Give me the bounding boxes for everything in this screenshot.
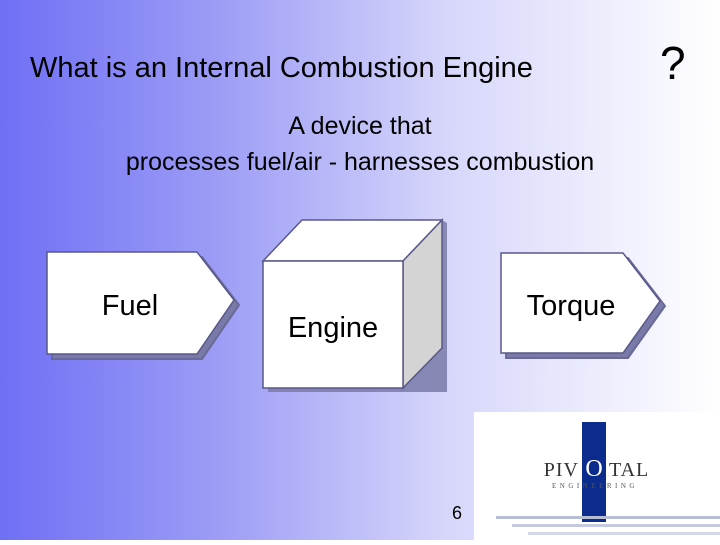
slide-title: What is an Internal Combustion Engine: [30, 52, 533, 84]
pivotal-engineering-logo: PIV O TAL ENGINEERING: [474, 412, 720, 540]
fuel-label: Fuel: [102, 290, 158, 322]
torque-arrow-shape: Torque: [500, 252, 667, 359]
logo-graphic: PIV O TAL ENGINEERING: [496, 422, 720, 535]
logo-tagline: ENGINEERING: [552, 482, 638, 490]
subtitle-line-2: processes fuel/air - harnesses combustio…: [125, 148, 595, 176]
fuel-arrow-shape: Fuel: [46, 251, 241, 360]
logo-word-right: TAL: [609, 459, 649, 481]
title-question-mark: ?: [660, 37, 686, 89]
engine-cube-shape: Engine: [261, 218, 447, 392]
page-number: 6: [452, 503, 463, 523]
logo-word-o: O: [585, 456, 602, 482]
slide-subtitle: A device that processes fuel/air - harne…: [0, 108, 720, 180]
logo-word-left: PIV: [544, 459, 579, 481]
engine-label: Engine: [288, 312, 378, 344]
torque-label: Torque: [527, 290, 616, 322]
subtitle-line-1: A device that: [288, 112, 432, 140]
